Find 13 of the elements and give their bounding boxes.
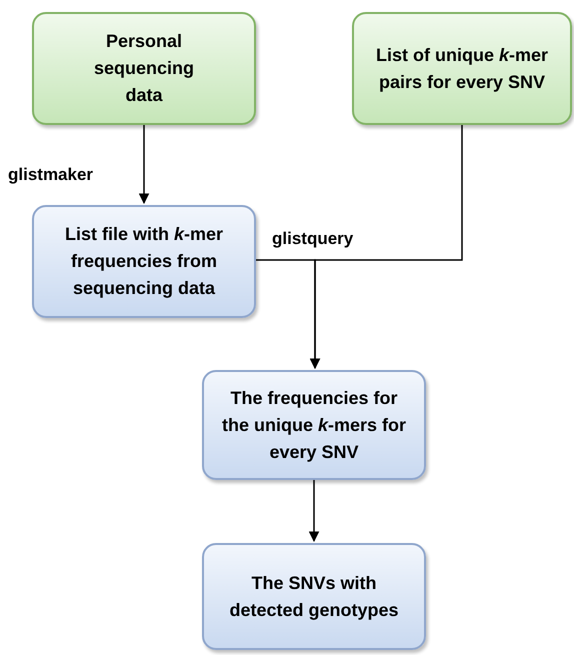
box-text: Personal sequencing data <box>92 30 196 107</box>
process-box <box>32 12 256 125</box>
process-box <box>32 205 256 318</box>
process-box <box>202 370 426 480</box>
arrow <box>138 125 150 204</box>
process-box <box>202 543 426 650</box>
box-text: The frequencies for the unique k-mers for every SNV <box>220 386 408 464</box>
box-text: List of unique k-mer pairs for every SNV <box>374 44 550 94</box>
arrow <box>308 480 320 542</box>
box-text: List file with k-mer frequencies from sequencing data <box>64 223 224 300</box>
process-box <box>352 12 572 125</box>
box-text: The SNVs with detected genotypes <box>228 572 400 622</box>
arrow <box>310 125 463 370</box>
